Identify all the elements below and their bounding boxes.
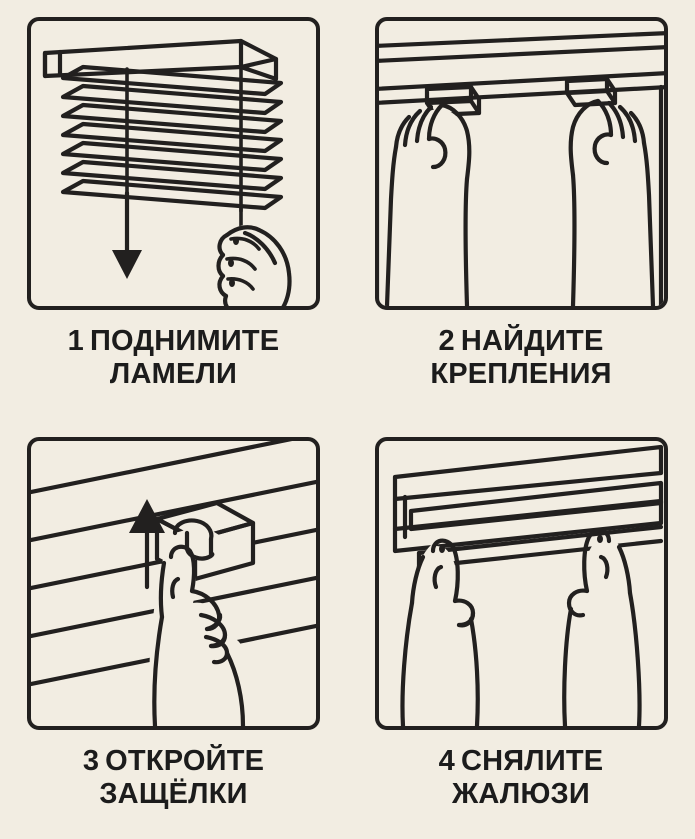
find-brackets-illustration xyxy=(378,31,664,306)
step-1-number: 1 xyxy=(67,325,84,357)
step-4-illustration-frame xyxy=(374,437,668,730)
window-frame xyxy=(378,84,663,306)
slat-stack xyxy=(60,64,284,211)
bracket-right xyxy=(564,76,617,108)
step-3-caption-line-2: ЗАЩЁЛКИ xyxy=(99,777,248,810)
step-2-illustration-frame xyxy=(374,17,668,310)
hand-gripping-cord xyxy=(216,223,292,306)
step-2-caption-line-2: КРЕПЛЕНИЯ xyxy=(430,357,612,390)
step-2-number: 2 xyxy=(438,325,455,357)
step-3-illustration-frame xyxy=(27,437,320,730)
stack-connectors xyxy=(392,494,407,540)
slat-stack-lower xyxy=(392,498,663,570)
remove-blind-illustration xyxy=(392,444,663,726)
hand-left xyxy=(384,102,471,306)
step-2-caption-line-1: НАЙДИТЕ xyxy=(460,325,604,357)
step-3-number: 3 xyxy=(82,745,100,777)
blind-pull-cord-illustration xyxy=(42,38,292,306)
step-3-caption-line-1: ОТКРОЙТЕ xyxy=(105,745,265,777)
hand-left-holding xyxy=(392,538,480,726)
headrail-slab xyxy=(392,444,663,502)
step-4-number: 4 xyxy=(438,745,455,777)
ladder-cords xyxy=(125,65,243,213)
headrail-top-lines xyxy=(378,31,664,105)
hand-right xyxy=(568,98,655,306)
headrail xyxy=(42,38,279,82)
step-1-caption-line-1: ПОДНИМИТЕ xyxy=(90,325,280,357)
hand-pushing-latch xyxy=(149,544,246,726)
step-4-caption-line-1: СНЯЛИТЕ xyxy=(460,745,604,777)
up-arrow-icon xyxy=(129,499,165,590)
bracket-left xyxy=(424,84,481,118)
step-1-caption-line-2: ЛАМЕЛИ xyxy=(109,357,238,390)
down-arrow-icon xyxy=(112,190,142,279)
step-4-caption-line-2: ЖАЛЮЗИ xyxy=(452,777,590,810)
open-latch-illustration xyxy=(31,441,316,726)
step-1-illustration-frame xyxy=(27,17,320,310)
hand-right-holding xyxy=(561,528,649,726)
